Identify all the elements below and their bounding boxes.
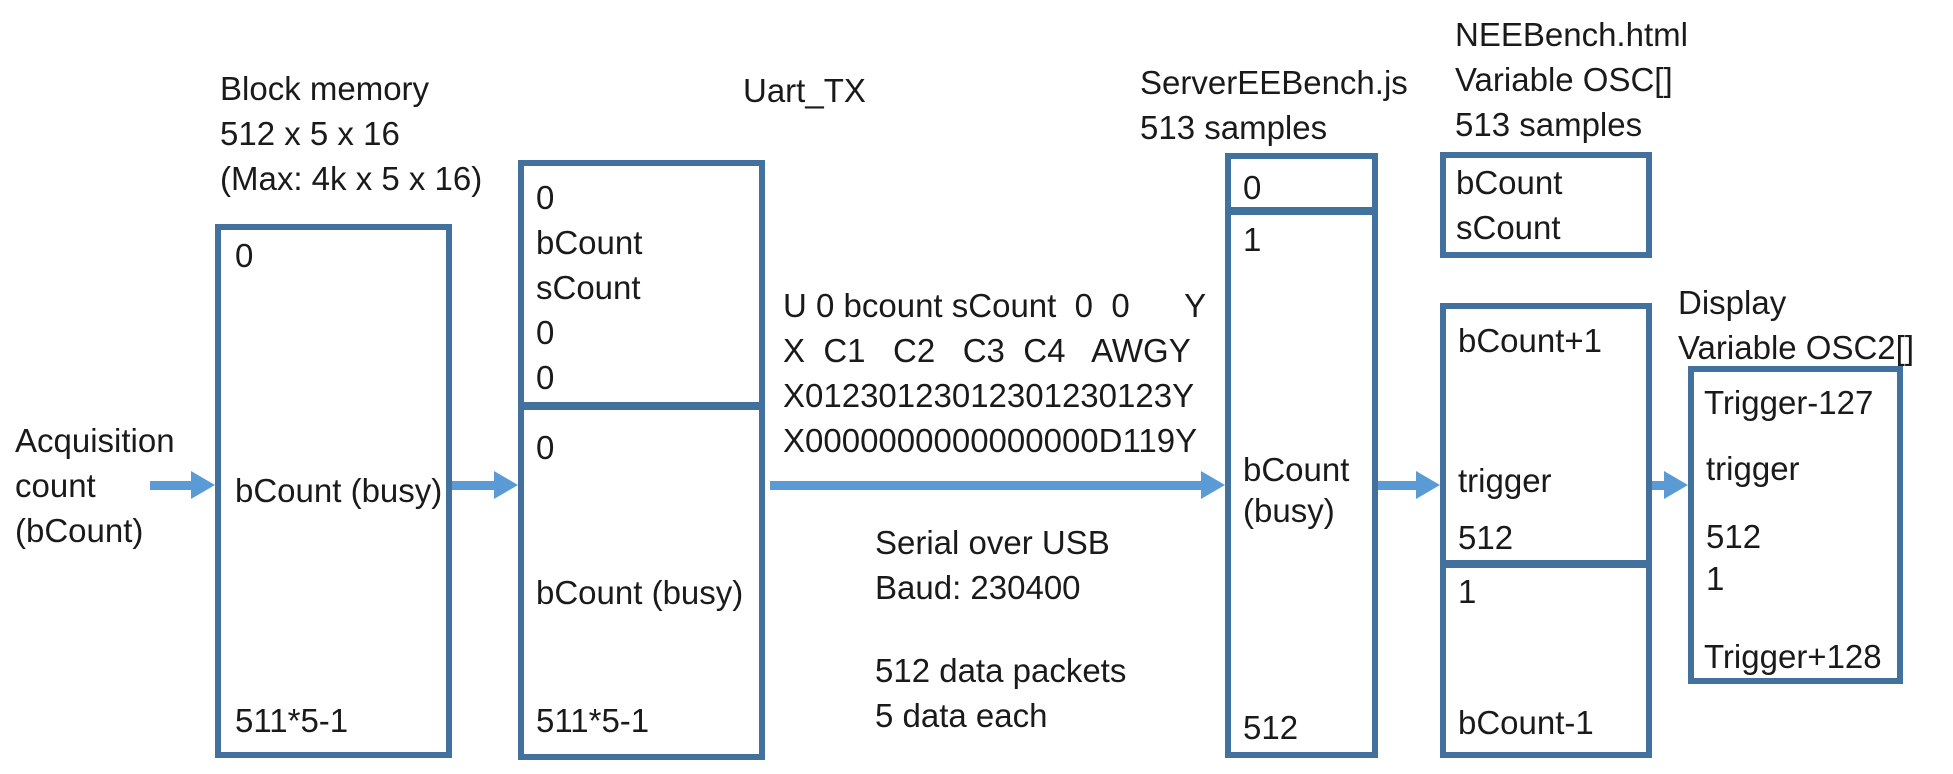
- arrow-head-icon: [191, 471, 215, 499]
- arrow-head-icon: [1416, 471, 1440, 499]
- block-memory-label-line2: 512 x 5 x 16: [220, 115, 400, 152]
- neebench-osc-box: bCount+1 trigger 512 1 bCount-1: [1440, 303, 1652, 758]
- osc-slot-1: 1: [1458, 573, 1477, 610]
- uart-tx-box: 0 bCount sCount 0 0 0 bCount (busy) 511*…: [518, 160, 765, 760]
- uart-upper-line4: 0: [536, 314, 555, 351]
- arrow-head-icon: [1664, 471, 1688, 499]
- block-memory-label-line3: (Max: 4k x 5 x 16): [220, 160, 483, 197]
- block-memory-slot-bottom: 511*5-1: [235, 702, 349, 739]
- osc-box-divider: [1446, 560, 1646, 568]
- serial-line1: Serial over USB: [875, 524, 1110, 561]
- osc-slot-bottom: bCount-1: [1458, 704, 1594, 741]
- display-box: Trigger-127 trigger 512 1 Trigger+128: [1688, 366, 1903, 684]
- block-memory-label-line1: Block memory: [220, 70, 430, 107]
- uart-upper-line2: bCount: [536, 224, 643, 261]
- osc-slot-top: bCount+1: [1458, 322, 1603, 359]
- arrow-shaft: [770, 481, 1203, 490]
- protocol-line2: X C1 C2 C3 C4 AWGY: [783, 332, 1191, 369]
- block-memory-slot-middle: bCount (busy): [235, 472, 443, 509]
- server-box-divider: [1231, 207, 1372, 215]
- osc-slot-512: 512: [1458, 519, 1514, 556]
- server-middle-line1: bCount: [1243, 451, 1350, 488]
- display-slot-512: 512: [1706, 518, 1762, 555]
- uart-lower-slot-top: 0: [536, 429, 555, 466]
- arrow-blockmemory-to-uart: [452, 471, 518, 499]
- neebench-label-line1: NEEBench.html: [1455, 16, 1688, 53]
- uart-lower-slot-bottom: 511*5-1: [536, 702, 650, 739]
- server-middle-line2: (busy): [1243, 492, 1335, 529]
- neebench-label-line2: Variable OSC[]: [1455, 61, 1673, 98]
- packets-line2: 5 data each: [875, 697, 1048, 734]
- arrow-acquisition-to-blockmemory: [150, 471, 215, 499]
- arrow-server-to-osc: [1378, 471, 1440, 499]
- acquisition-label-line2: count: [15, 467, 96, 504]
- protocol-line4: X0000000000000000D119Y: [783, 422, 1198, 459]
- uart-box-divider: [524, 402, 759, 410]
- server-box: 0 1 bCount (busy) 512: [1225, 153, 1378, 758]
- neebench-header-line2: sCount: [1456, 209, 1561, 246]
- display-label-line2: Variable OSC2[]: [1678, 329, 1914, 366]
- uart-tx-label: Uart_TX: [743, 72, 866, 109]
- neebench-label-line3: 513 samples: [1455, 106, 1643, 143]
- osc-slot-trigger: trigger: [1458, 462, 1552, 499]
- protocol-line1: U 0 bcount sCount 0 0 Y: [783, 287, 1207, 324]
- acquisition-label-line3: (bCount): [15, 512, 144, 549]
- display-slot-bottom: Trigger+128: [1704, 638, 1882, 675]
- arrow-shaft: [1652, 481, 1666, 490]
- uart-upper-line3: sCount: [536, 269, 641, 306]
- acquisition-label-line1: Acquisition: [15, 422, 175, 459]
- arrow-shaft: [1378, 481, 1418, 490]
- neebench-header-line1: bCount: [1456, 164, 1563, 201]
- protocol-text-block: U 0 bcount sCount 0 0 Y X C1 C2 C3 C4 AWG…: [783, 283, 1206, 463]
- uart-upper-line1: 0: [536, 179, 555, 216]
- block-memory-slot-top: 0: [235, 237, 254, 274]
- arrow-osc-to-display: [1652, 471, 1688, 499]
- server-label-line1: ServerEEBench.js: [1140, 64, 1408, 101]
- serial-line2: Baud: 230400: [875, 569, 1081, 606]
- server-slot0: 0: [1243, 169, 1262, 206]
- server-slot1: 1: [1243, 221, 1262, 258]
- uart-lower-slot-middle: bCount (busy): [536, 574, 744, 611]
- protocol-line3: X01230123012301230123Y: [783, 377, 1195, 414]
- uart-upper-line5: 0: [536, 359, 555, 396]
- display-slot-trigger: trigger: [1706, 450, 1800, 487]
- server-slot-bottom: 512: [1243, 709, 1299, 746]
- display-slot-top: Trigger-127: [1704, 384, 1874, 421]
- arrow-uart-to-server: [770, 471, 1225, 499]
- neebench-header-box: bCount sCount: [1440, 152, 1652, 258]
- arrow-head-icon: [494, 471, 518, 499]
- arrow-head-icon: [1201, 471, 1225, 499]
- display-label-line1: Display: [1678, 284, 1787, 321]
- display-slot-1: 1: [1706, 560, 1725, 597]
- packets-line1: 512 data packets: [875, 652, 1127, 689]
- block-memory-box: 0 bCount (busy) 511*5-1: [215, 224, 452, 758]
- server-label-line2: 513 samples: [1140, 109, 1328, 146]
- arrow-shaft: [150, 481, 193, 490]
- arrow-shaft: [452, 481, 496, 490]
